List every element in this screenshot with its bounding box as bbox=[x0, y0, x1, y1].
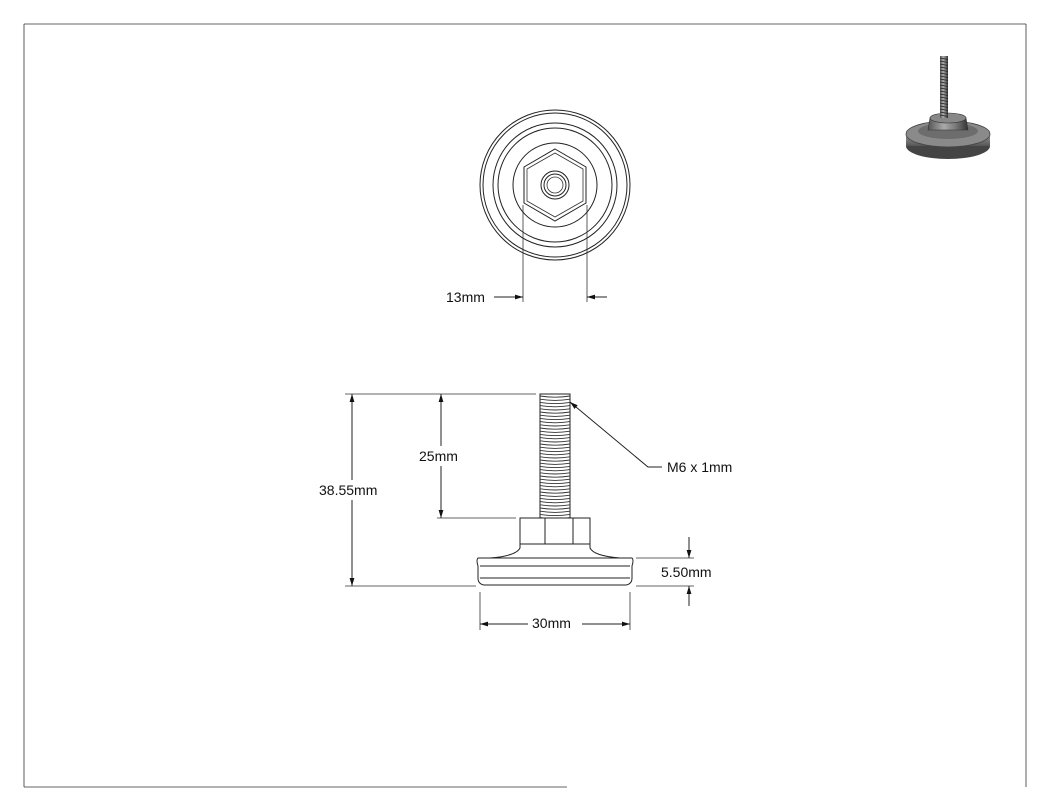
base-diameter-dimension: 30mm bbox=[532, 615, 571, 631]
overall-height-label-bg bbox=[318, 482, 386, 498]
hex-nut-outline bbox=[523, 148, 587, 222]
overall-height-dimension: 38.55mm bbox=[319, 482, 377, 498]
base-height-dimension: 5.50mm bbox=[661, 564, 712, 580]
sheet-border bbox=[23, 23, 1027, 788]
hex-width-dimension: 13mm bbox=[446, 289, 485, 305]
top-view bbox=[479, 109, 631, 302]
front-view bbox=[345, 393, 694, 630]
thread-spec-callout: M6 x 1mm bbox=[667, 459, 732, 475]
thread-lines bbox=[539, 395, 571, 520]
isometric-preview-icon bbox=[905, 56, 991, 159]
thread-length-dimension: 25mm bbox=[419, 448, 458, 464]
